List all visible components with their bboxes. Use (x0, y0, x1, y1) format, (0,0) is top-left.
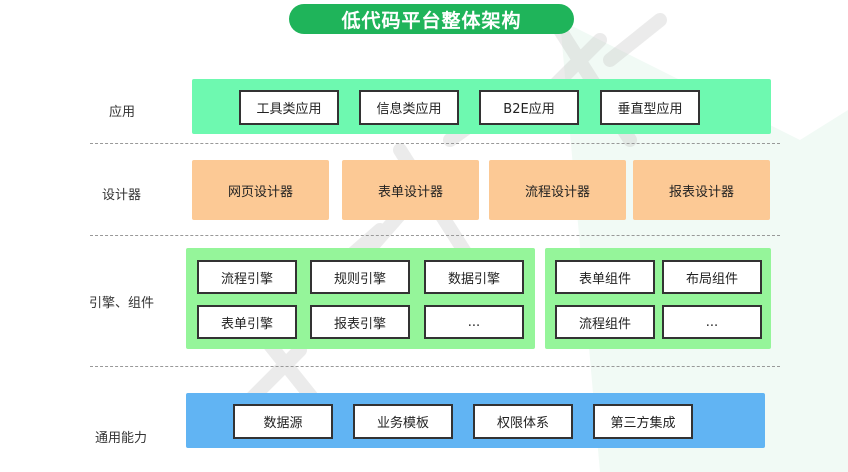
divider (90, 143, 780, 144)
common-box: 数据源 (233, 404, 333, 439)
app-box: 垂直型应用 (600, 90, 700, 125)
page-title: 低代码平台整体架构 (289, 4, 574, 34)
engine-box: 表单引擎 (197, 305, 297, 339)
row-label-app: 应用 (109, 105, 136, 120)
common-box: 权限体系 (473, 404, 573, 439)
common-box: 第三方集成 (593, 404, 693, 439)
divider (90, 235, 780, 236)
engine-box: 规则引擎 (310, 260, 410, 294)
app-box: 工具类应用 (239, 90, 339, 125)
app-box: 信息类应用 (359, 90, 459, 125)
designer-box: 报表设计器 (633, 160, 770, 220)
app-box: B2E应用 (479, 90, 579, 125)
row-label-engine: 引擎、组件 (89, 296, 155, 311)
row-label-designer: 设计器 (102, 188, 142, 203)
divider (90, 366, 780, 367)
common-box: 业务模板 (353, 404, 453, 439)
engine-box: 数据引擎 (424, 260, 524, 294)
engine-box: 流程引擎 (197, 260, 297, 294)
designer-box: 表单设计器 (342, 160, 479, 220)
component-box: 表单组件 (555, 260, 655, 294)
engine-box: ... (424, 305, 524, 339)
designer-box: 流程设计器 (489, 160, 626, 220)
engine-box: 报表引擎 (310, 305, 410, 339)
component-box: 流程组件 (555, 305, 655, 339)
component-box: ... (662, 305, 762, 339)
component-box: 布局组件 (662, 260, 762, 294)
designer-box: 网页设计器 (192, 160, 329, 220)
row-label-common: 通用能力 (95, 431, 148, 446)
